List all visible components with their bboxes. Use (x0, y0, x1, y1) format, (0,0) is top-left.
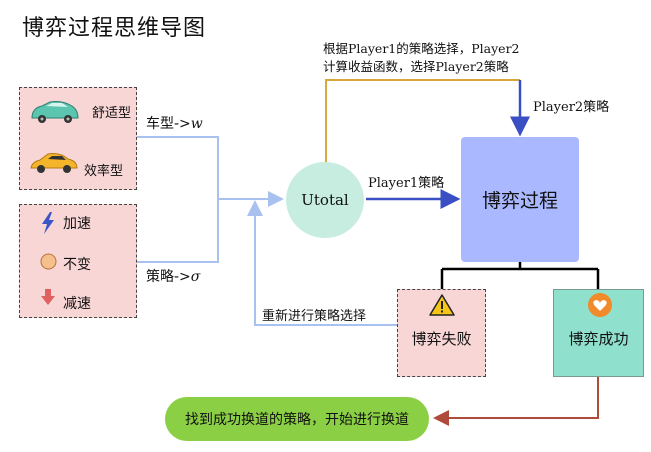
comfort-type-label: 舒适型 (92, 106, 132, 121)
top-note-line1: 根据Player1的策略选择，Player2 (323, 41, 520, 56)
efficient-car-icon (30, 153, 78, 173)
edge-fail-to-reselect (247, 200, 397, 326)
down-arrow-icon (41, 289, 55, 305)
game-success-node: 博弈成功 (553, 289, 644, 377)
game-fail-label: 博弈失败 (411, 330, 472, 348)
edge-top-note-path (325, 79, 520, 162)
game-fail-node: 博弈失败 (397, 289, 486, 377)
utotal-node: Utotal (286, 162, 364, 238)
comfort-car-icon (31, 101, 79, 123)
edge-success-to-result (433, 377, 599, 426)
game-success-label: 博弈成功 (568, 330, 629, 348)
edge-label-player1: Player1策略 (368, 176, 445, 191)
game-process-node: 博弈过程 (461, 137, 579, 262)
efficient-type-label: 效率型 (84, 164, 124, 179)
edge-strategy-to-utotal (137, 199, 219, 263)
heart-badge-icon (588, 293, 612, 317)
result-node: 找到成功换道的策略，开始进行换道 (165, 397, 429, 441)
edge-label-reselect: 重新进行策略选择 (262, 309, 367, 324)
top-note-line2: 计算收益函数，选择Player2策略 (323, 59, 509, 74)
edge-label-player2: Player2策略 (533, 100, 610, 115)
strategy-decelerate-label: 减速 (63, 296, 91, 312)
vehicle-type-box: 舒适型 效率型 (19, 87, 137, 190)
edge-vehicle-to-utotal (137, 136, 284, 207)
strategy-accelerate-label: 加速 (63, 216, 91, 232)
edge-label-strategy: 策略->σ (146, 269, 201, 285)
edge-label-vehicle-type: 车型->w (146, 116, 203, 132)
circle-icon (40, 253, 57, 270)
lightning-icon (42, 212, 54, 234)
strategy-box: 加速 不变 减速 (19, 204, 137, 318)
diagram-title: 博弈过程思维导图 (22, 16, 207, 41)
warning-icon (429, 294, 455, 316)
strategy-keep-label: 不变 (63, 257, 91, 273)
